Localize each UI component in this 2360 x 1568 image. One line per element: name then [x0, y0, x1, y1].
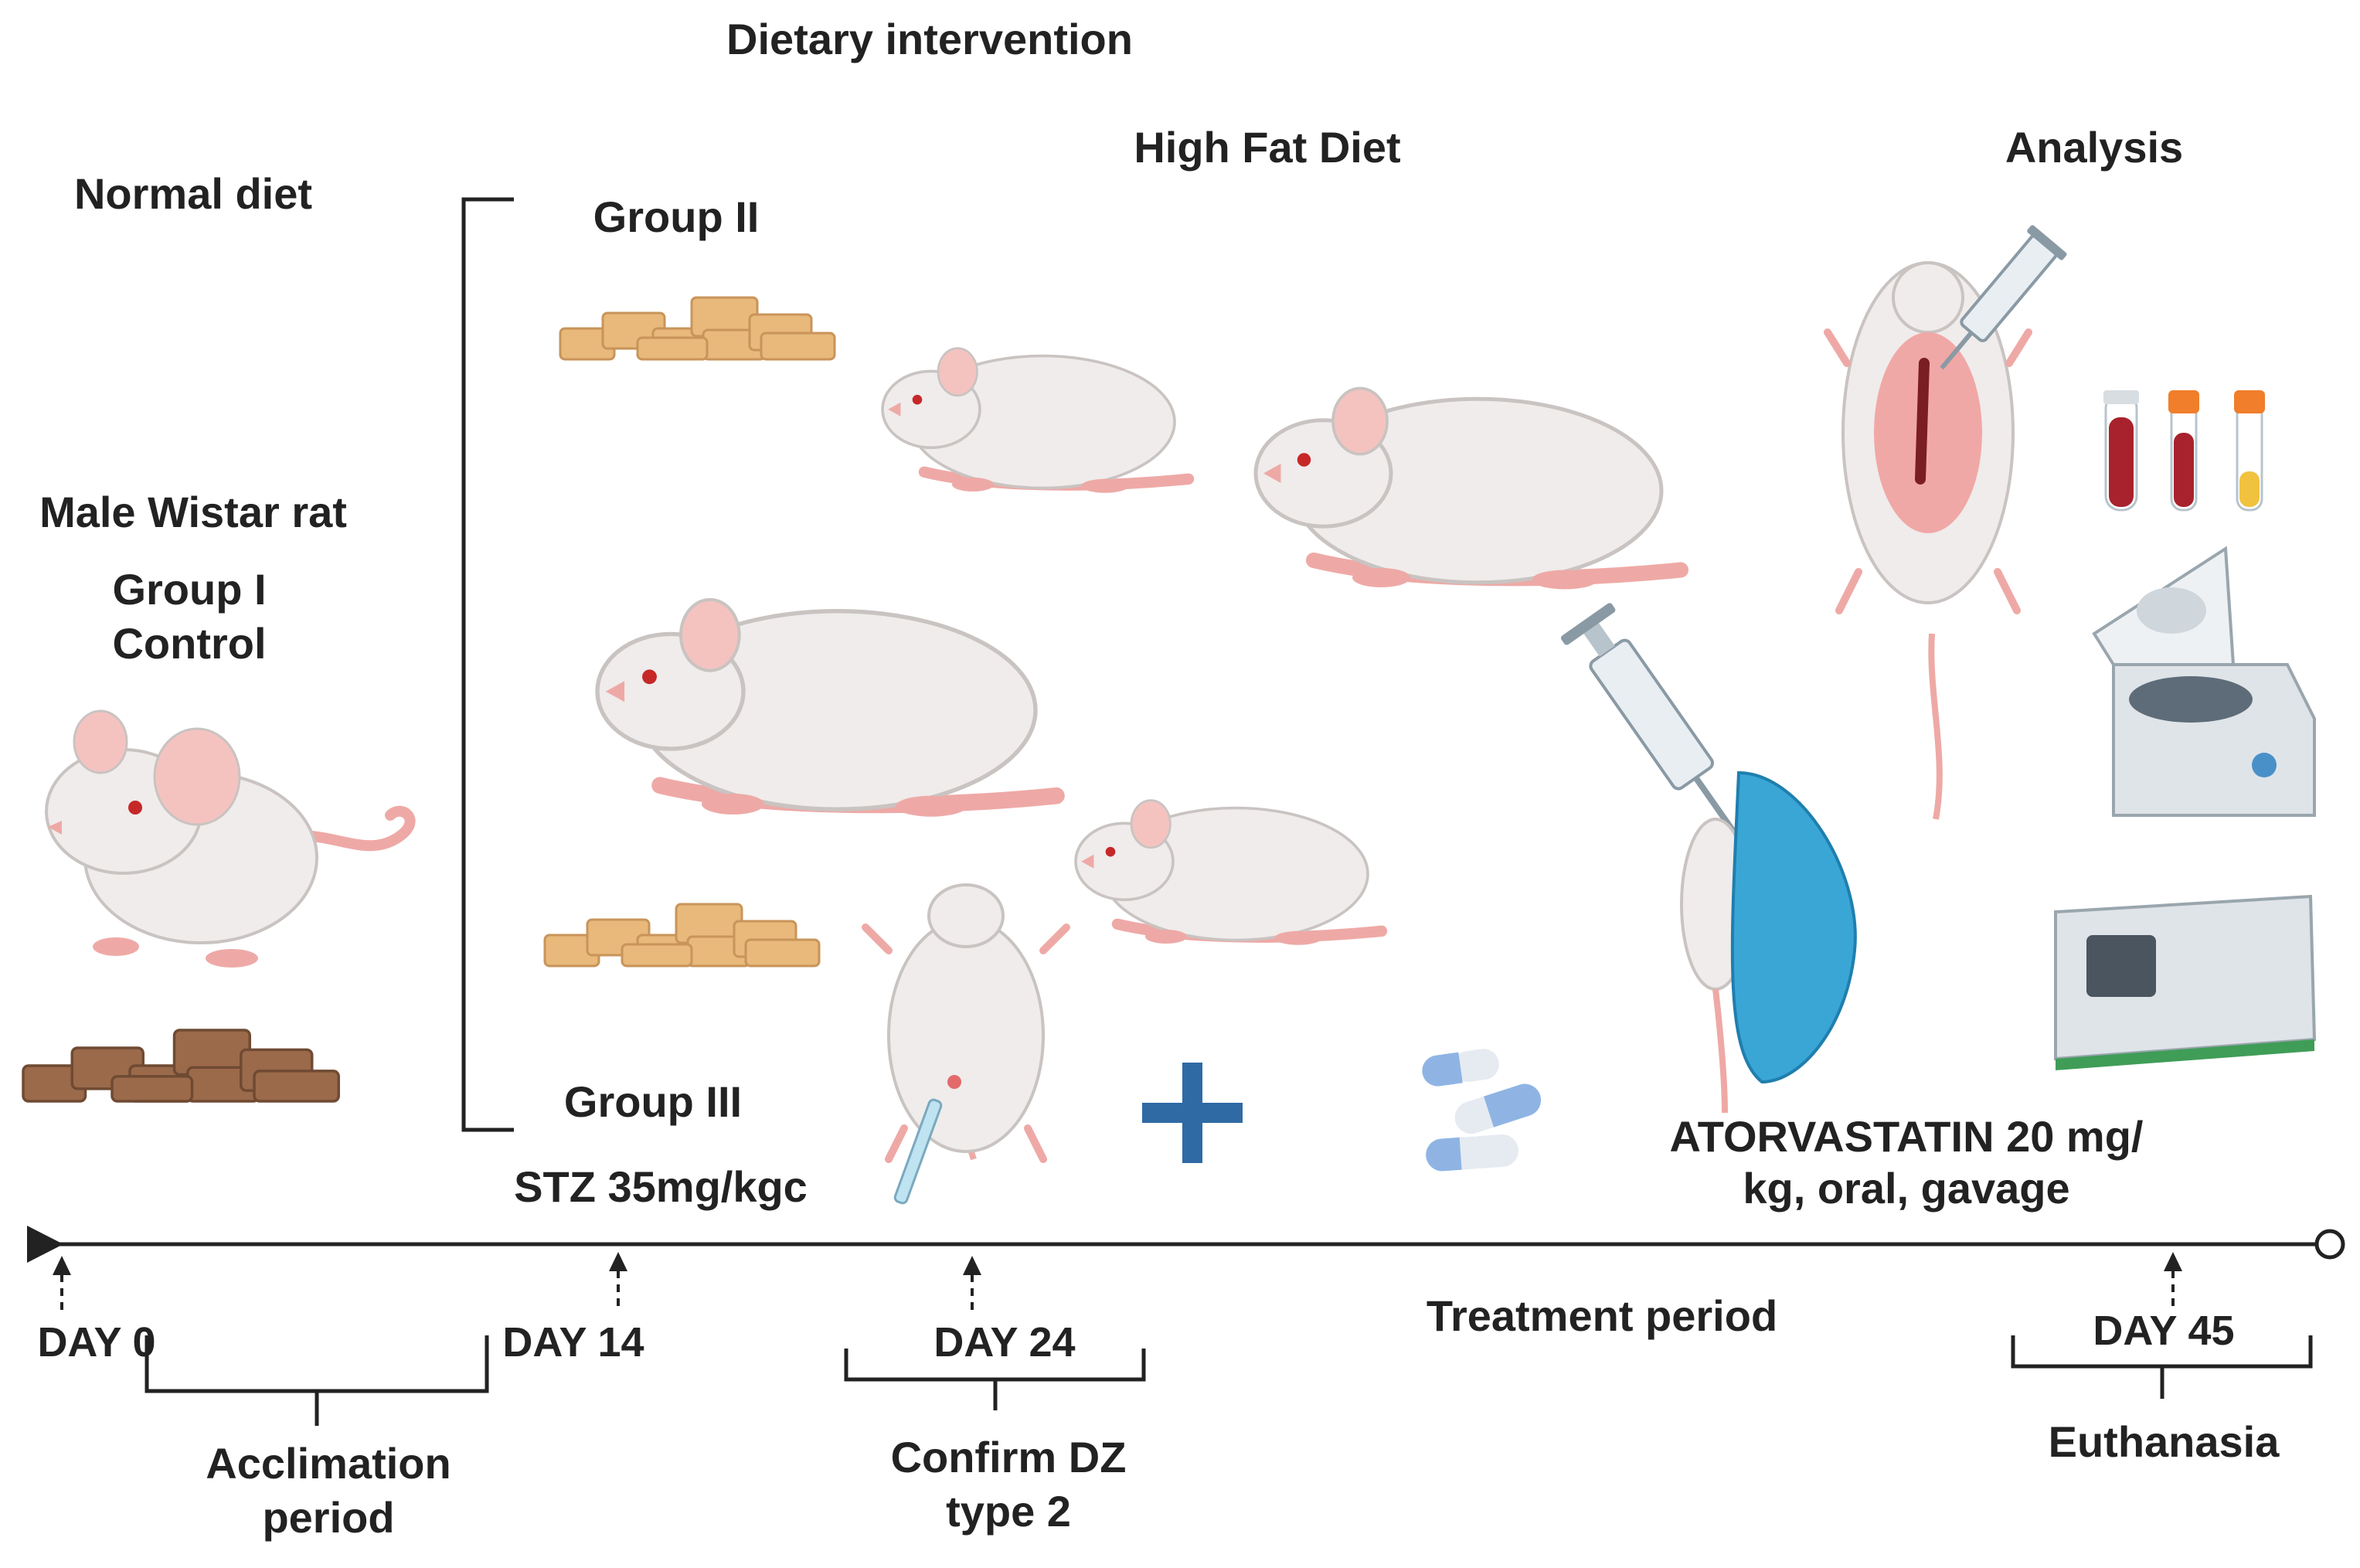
confirm-dz-label-line1: Confirm DZ — [891, 1433, 1127, 1481]
euthanasia-label: Euthanasia — [2049, 1417, 2280, 1466]
blood-tubes-icon — [2103, 390, 2265, 512]
confirm-dz-label-line2: type 2 — [946, 1487, 1071, 1536]
atorvastatin-label-line1: ATORVASTATIN 20 mg/ — [1670, 1112, 2144, 1161]
control-rat-icon — [45, 709, 416, 968]
control-label: Control — [112, 619, 266, 668]
normal-diet-label: Normal diet — [74, 169, 312, 218]
day24-bracket — [844, 1349, 1146, 1410]
group-ii-label: Group II — [593, 192, 760, 241]
day14-marker-arrow-icon — [609, 1252, 627, 1306]
timeline — [27, 1226, 2345, 1263]
stz-dose-label: STZ 35mg/kgc — [514, 1162, 808, 1211]
rat-small-icon — [882, 349, 1189, 493]
rat-medium-icon — [1076, 801, 1382, 945]
capsules-icon — [1422, 1049, 1542, 1172]
rat-large-icon — [1256, 389, 1681, 590]
day24-marker-arrow-icon — [963, 1256, 981, 1310]
group-iii-label: Group III — [564, 1077, 742, 1126]
normal-diet-pellets-icon — [22, 1029, 340, 1103]
acclimation-bracket — [145, 1335, 489, 1426]
timeline-start-arrow-icon — [27, 1226, 63, 1263]
centrifuge-icon — [2092, 546, 2316, 817]
male-wistar-rat-label: Male Wistar rat — [39, 488, 347, 536]
stz-injection-rat-icon — [862, 883, 1070, 1205]
analyzer-instrument-icon — [2054, 894, 2317, 1070]
high-fat-diet-label: High Fat Diet — [1134, 123, 1400, 172]
acclimation-label-line1: Acclimation — [206, 1439, 451, 1488]
day45-bracket — [2011, 1335, 2313, 1399]
day14-label: DAY 14 — [502, 1319, 644, 1366]
timeline-end-circle-icon — [2314, 1229, 2345, 1260]
dissected-rat-icon — [1824, 225, 2067, 820]
day0-label: DAY 0 — [37, 1319, 155, 1366]
group-i-label: Group I — [112, 565, 266, 614]
group-bracket — [461, 197, 514, 1132]
day24-label: DAY 24 — [933, 1319, 1075, 1366]
day45-marker-arrow-icon — [2164, 1252, 2182, 1306]
day0-marker-arrow-icon — [53, 1256, 71, 1310]
dietary-intervention-label: Dietary intervention — [726, 15, 1133, 63]
plus-icon — [1142, 1063, 1243, 1163]
day45-label: DAY 45 — [2093, 1308, 2234, 1354]
acclimation-label-line2: period — [262, 1493, 394, 1542]
atorvastatin-label-line2: kg, oral, gavage — [1743, 1164, 2069, 1213]
analysis-label: Analysis — [2005, 123, 2183, 172]
high-fat-diet-pellets-2-icon — [543, 903, 821, 968]
high-fat-diet-pellets-icon — [559, 296, 836, 361]
rat-obese-icon — [597, 600, 1056, 817]
treatment-period-label: Treatment period — [1427, 1291, 1777, 1340]
gavage-icon — [1560, 603, 1857, 1114]
